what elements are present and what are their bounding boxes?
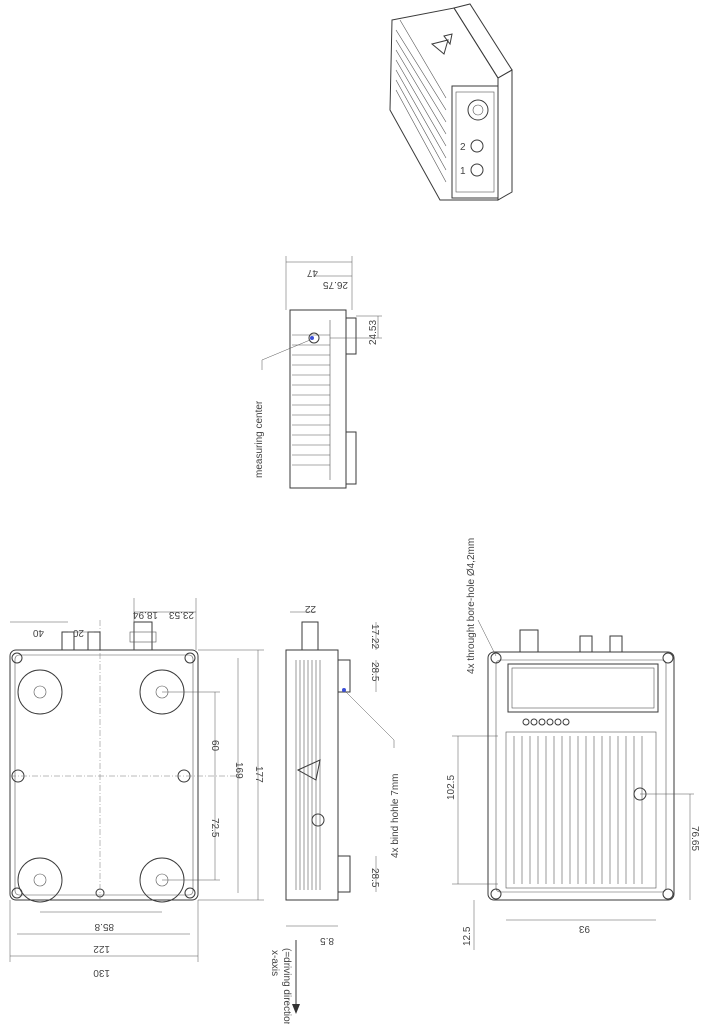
dim-end-24-53: 24.53 (368, 320, 379, 345)
dim-top-23-53: 23.53 (169, 609, 194, 620)
dim-side-22: 22 (304, 603, 316, 614)
connector-1-icon (470, 163, 484, 177)
x-axis-label: x-axis (269, 950, 280, 976)
end-view: 47 26.75 24.53 measuring center (254, 256, 382, 489)
connector-2-icon (470, 139, 484, 153)
measuring-center-marker-icon (310, 336, 314, 340)
dim-side-28-5-top: 28.5 (369, 662, 380, 682)
dim-bottom-102-5: 102.5 (446, 775, 457, 800)
isometric-view: 2 1 (389, 3, 513, 201)
dim-top-85-8: 85.8 (94, 921, 114, 932)
dim-top-130: 130 (93, 967, 110, 978)
dim-top-177: 177 (253, 766, 264, 783)
connector-label-1: 1 (460, 166, 466, 177)
note-blind-hole: 4x bind hohle 7mm (390, 774, 401, 859)
side-view: 22 17.22 28.5 28.5 8.5 4x bind hohle 7mm… (269, 603, 401, 1024)
dim-end-26-75: 26.75 (323, 279, 348, 290)
dim-top-72-5: 72.5 (209, 818, 220, 838)
dim-end-47: 47 (306, 267, 318, 278)
dim-top-18-94: 18.94 (133, 609, 158, 620)
dim-side-17-22: 17.22 (369, 624, 380, 649)
connector-label-2: 2 (460, 142, 466, 153)
main-connector-icon (467, 99, 489, 121)
dim-top-60: 60 (209, 740, 220, 752)
dim-top-122: 122 (93, 943, 110, 954)
dim-bottom-93: 93 (578, 923, 590, 934)
top-view: 40 20 18.94 23.53 60 169 177 72.5 85.8 1… (9, 598, 264, 978)
dim-top-169: 169 (233, 762, 244, 779)
x-axis-sublabel: (=driving direction) (281, 948, 292, 1024)
dim-bottom-12-5: 12.5 (462, 926, 473, 946)
dim-side-28-5-bottom: 28.5 (369, 868, 380, 888)
bore-hole-icon (490, 652, 502, 664)
dim-top-20: 20 (72, 627, 84, 638)
dim-top-40: 40 (32, 627, 44, 638)
dim-bottom-76-65: 76.65 (689, 826, 700, 851)
note-bore-hole: 4x throught bore-hole Ø4,2mm (466, 538, 477, 674)
bottom-view: 102.5 76.65 12.5 93 4x throught bore-hol… (446, 538, 700, 950)
dim-side-8-5: 8.5 (320, 935, 334, 946)
note-measuring-center: measuring center (254, 400, 265, 478)
